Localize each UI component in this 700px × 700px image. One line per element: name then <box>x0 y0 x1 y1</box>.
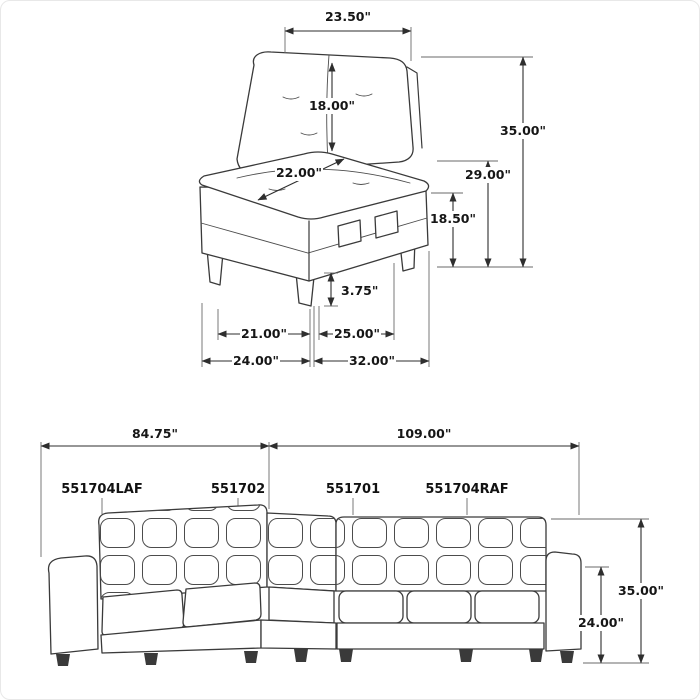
corner-seat-cushion <box>268 586 335 624</box>
side-pocket <box>337 219 362 248</box>
dim-label-overall-depth: 32.00" <box>349 353 395 368</box>
dim-label-sofa-height: 35.00" <box>618 583 664 598</box>
sectional-width-dimensions: 84.75" 109.00" <box>40 426 580 557</box>
label-backplate <box>348 353 396 369</box>
label-backplate <box>429 211 477 227</box>
dim-label-inner-width: 21.00" <box>241 326 287 341</box>
dim-label-top-width: 23.50" <box>325 9 371 24</box>
part-label-laf: 551704LAF <box>61 482 143 497</box>
sofa-foot <box>339 649 353 662</box>
dim-label-leg-height: 3.75" <box>341 283 378 298</box>
sofa-foot <box>56 654 70 666</box>
dim-label-left-width: 84.75" <box>132 426 178 441</box>
backrest-side-frame <box>406 66 423 149</box>
sofa-foot <box>144 653 158 665</box>
label-backplate <box>499 123 547 139</box>
tuft-dimple <box>282 96 300 100</box>
sectional-sofa-drawing <box>47 504 582 666</box>
dim-label-back-cushion-height: 18.00" <box>309 98 355 113</box>
dim-label-overall-width: 24.00" <box>233 353 279 368</box>
dim-label-inner-depth: 25.00" <box>334 326 380 341</box>
right-base <box>336 622 545 650</box>
dim-label-arm-height: 24.00" <box>578 615 624 630</box>
label-backplate <box>464 167 512 183</box>
chair-dimensions: 23.50" 18.00" 22.00" 35.00" 29.00" 18.50… <box>201 9 547 369</box>
sectional-height-dimensions: 35.00" 24.00" <box>551 518 665 664</box>
sofa-foot <box>294 649 308 662</box>
dim-label-overall-height: 35.00" <box>500 123 546 138</box>
seat-cushion <box>338 590 404 624</box>
label-backplate <box>333 326 381 342</box>
tuft-dimple <box>355 93 373 97</box>
label-backplate <box>275 165 323 181</box>
sofa-foot <box>244 651 258 663</box>
seat-cushion <box>406 590 472 624</box>
part-labels: 551704LAF 551702 551701 551704RAF <box>61 482 509 515</box>
dim-label-base-height: 18.50" <box>430 211 476 226</box>
label-backplate <box>617 583 665 599</box>
label-backplate <box>232 353 280 369</box>
corner-base <box>260 619 337 650</box>
sofa-foot <box>459 649 473 662</box>
left-arm <box>47 555 99 655</box>
label-backplate <box>308 98 356 114</box>
seat-cushion <box>474 590 540 624</box>
right-back-tufting <box>336 517 546 591</box>
tuft-dimple <box>300 132 318 136</box>
part-label-raf: 551704RAF <box>425 482 508 497</box>
dim-label-back-height: 29.00" <box>465 167 511 182</box>
corner-back-tufting <box>267 513 336 591</box>
side-pocket <box>374 210 399 239</box>
part-label-armless: 551701 <box>326 482 380 497</box>
seat-cushion <box>182 582 262 628</box>
sofa-foot <box>560 651 574 663</box>
label-backplate <box>240 326 288 342</box>
left-back-tufting <box>98 504 267 599</box>
dim-label-seat-diagonal: 22.00" <box>276 165 322 180</box>
right-arm <box>545 551 582 652</box>
sofa-foot <box>529 649 543 662</box>
tuft-dimple <box>352 182 370 185</box>
label-backplate <box>579 615 624 631</box>
part-label-corner: 551702 <box>211 482 265 497</box>
dim-label-right-width: 109.00" <box>397 426 452 441</box>
